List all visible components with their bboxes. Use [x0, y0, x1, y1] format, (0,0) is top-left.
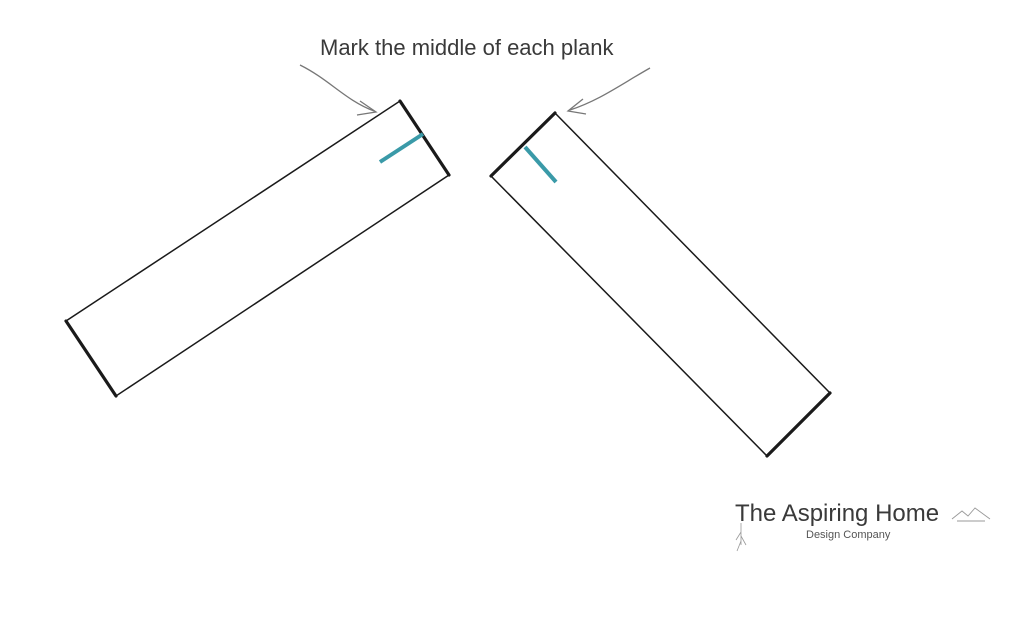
left-plank-end-top	[398, 99, 451, 177]
logo-flourish-icon	[951, 507, 991, 522]
right-arrow	[566, 67, 651, 115]
left-arrow	[299, 64, 378, 116]
logo-roots-icon	[735, 523, 747, 552]
right-plank-end-bottom	[765, 391, 832, 458]
annotation-text: Mark the middle of each plank	[320, 35, 614, 60]
left-plank-end-bottom	[64, 319, 118, 398]
logo-subtitle: Design Company	[806, 529, 891, 541]
right-plank-middle-mark	[523, 145, 558, 184]
logo-title: The Aspiring Home	[735, 500, 939, 527]
right-plank-end-top	[489, 111, 557, 178]
right-plank	[489, 111, 832, 458]
left-plank-middle-mark	[378, 132, 425, 164]
left-plank	[64, 99, 451, 398]
left-plank-body	[64, 99, 451, 398]
logo: The Aspiring Home Design Company	[735, 500, 991, 552]
